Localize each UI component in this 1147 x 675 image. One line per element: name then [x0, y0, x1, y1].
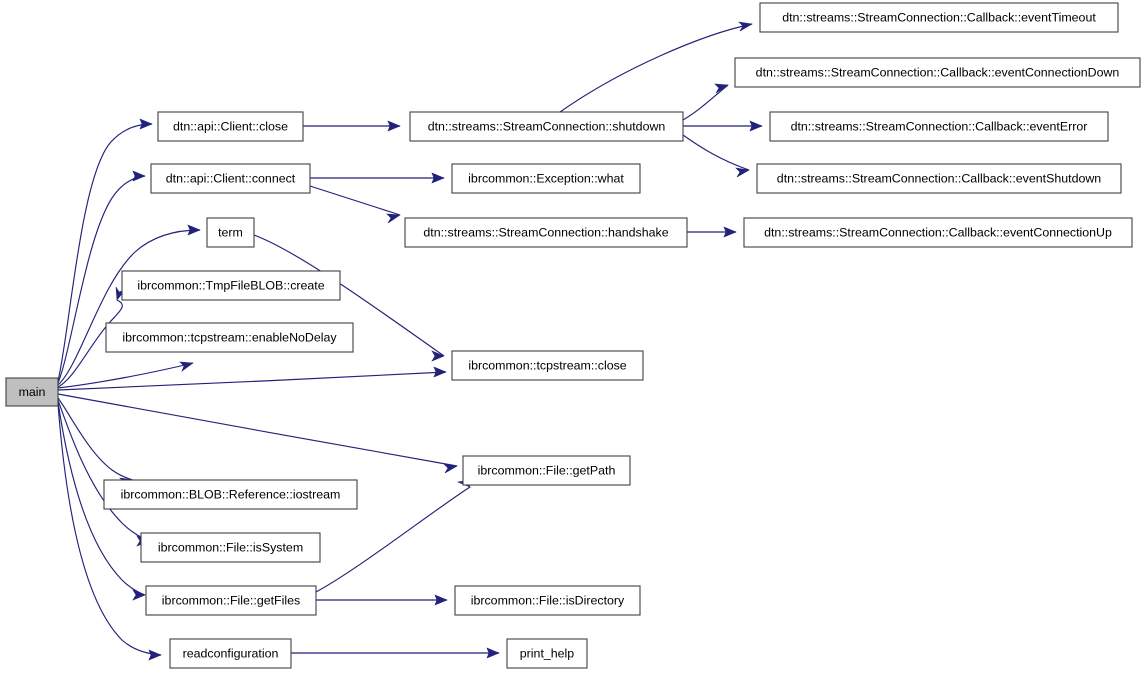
- edge-main-to-issystem: [57, 399, 150, 542]
- edge-main-to-close: [57, 123, 153, 382]
- graph-node-getpath[interactable]: ibrcommon::File::getPath: [462, 455, 631, 486]
- node-box-close[interactable]: [157, 111, 304, 142]
- edge-shutdown-to-evtimeout: [559, 23, 753, 113]
- edge-main-to-connect: [57, 175, 146, 384]
- node-box-everror[interactable]: [769, 111, 1109, 142]
- node-box-connect[interactable]: [150, 163, 311, 194]
- arrowhead-icon: [387, 120, 401, 132]
- arrowhead-icon: [132, 589, 146, 601]
- node-box-shutdown[interactable]: [409, 111, 684, 142]
- edge-main-to-getpath: [57, 393, 458, 467]
- node-box-readconfiguration[interactable]: [169, 638, 292, 669]
- node-box-what[interactable]: [451, 163, 641, 194]
- graph-node-issystem[interactable]: ibrcommon::File::isSystem: [140, 532, 321, 563]
- edge-shutdown-to-evconndown: [682, 84, 729, 121]
- graph-node-term[interactable]: term: [206, 217, 255, 248]
- graph-node-tcpclose[interactable]: ibrcommon::tcpstream::close: [451, 350, 644, 381]
- graph-node-isdirectory[interactable]: ibrcommon::File::isDirectory: [454, 585, 641, 616]
- node-box-evconnup[interactable]: [743, 217, 1133, 248]
- edge-main-to-readconfiguration: [57, 403, 162, 656]
- arrowhead-icon: [148, 649, 162, 661]
- arrowhead-icon: [139, 118, 153, 130]
- graph-node-nodelay[interactable]: ibrcommon::tcpstream::enableNoDelay: [105, 322, 354, 353]
- graph-node-evshutdown[interactable]: dtn::streams::StreamConnection::Callback…: [756, 163, 1122, 194]
- graph-node-main[interactable]: main: [5, 377, 59, 407]
- node-box-evtimeout[interactable]: [759, 2, 1119, 33]
- arrowhead-icon: [749, 120, 763, 132]
- node-box-iostream[interactable]: [103, 479, 358, 510]
- edge-main-to-iostream: [57, 397, 134, 481]
- arrowhead-icon: [434, 594, 448, 606]
- edge-term-to-tcpclose: [253, 234, 445, 357]
- edge-main-to-nodelay: [57, 362, 194, 389]
- arrowhead-icon: [386, 213, 401, 224]
- node-box-isdirectory[interactable]: [454, 585, 641, 616]
- graph-node-what[interactable]: ibrcommon::Exception::what: [451, 163, 641, 194]
- edge-main-to-tcpclose: [57, 371, 447, 391]
- arrowhead-icon: [132, 170, 146, 182]
- arrowhead-icon: [486, 647, 500, 659]
- edge-getfiles-to-getpath: [315, 486, 471, 593]
- graph-node-evconnup[interactable]: dtn::streams::StreamConnection::Callback…: [743, 217, 1133, 248]
- graph-node-iostream[interactable]: ibrcommon::BLOB::Reference::iostream: [103, 479, 358, 510]
- node-box-getfiles[interactable]: [145, 585, 317, 616]
- edge-connect-to-handshake: [309, 185, 401, 216]
- graph-node-evconndown[interactable]: dtn::streams::StreamConnection::Callback…: [734, 57, 1141, 88]
- arrowhead-icon: [433, 366, 447, 378]
- arrowhead-icon: [431, 172, 445, 184]
- edge-main-to-term: [57, 229, 201, 386]
- node-box-term[interactable]: [206, 217, 255, 248]
- graph-node-close[interactable]: dtn::api::Client::close: [157, 111, 304, 142]
- node-box-tcpclose[interactable]: [451, 350, 644, 381]
- edge-main-to-getfiles: [57, 401, 146, 596]
- node-box-evshutdown[interactable]: [756, 163, 1122, 194]
- graph-node-printhelp[interactable]: print_help: [506, 638, 588, 669]
- node-box-getpath[interactable]: [462, 455, 631, 486]
- arrowhead-icon: [431, 350, 445, 362]
- node-box-issystem[interactable]: [140, 532, 321, 563]
- arrowhead-icon: [735, 167, 750, 178]
- graph-node-evtimeout[interactable]: dtn::streams::StreamConnection::Callback…: [759, 2, 1119, 33]
- graph-node-readconfiguration[interactable]: readconfiguration: [169, 638, 292, 669]
- arrowhead-icon: [443, 463, 458, 474]
- node-box-tmpblob[interactable]: [121, 270, 341, 301]
- node-box-printhelp[interactable]: [506, 638, 588, 669]
- graph-node-everror[interactable]: dtn::streams::StreamConnection::Callback…: [769, 111, 1109, 142]
- edge-main-to-tmpblob: [57, 299, 123, 388]
- node-box-main[interactable]: [5, 377, 59, 407]
- arrowhead-icon: [714, 83, 729, 94]
- graph-node-shutdown[interactable]: dtn::streams::StreamConnection::shutdown: [409, 111, 684, 142]
- node-box-handshake[interactable]: [404, 217, 688, 248]
- graph-node-tmpblob[interactable]: ibrcommon::TmpFileBLOB::create: [121, 270, 341, 301]
- arrowhead-icon: [723, 226, 737, 238]
- graph-node-connect[interactable]: dtn::api::Client::connect: [150, 163, 311, 194]
- node-box-evconndown[interactable]: [734, 57, 1141, 88]
- graph-node-handshake[interactable]: dtn::streams::StreamConnection::handshak…: [404, 217, 688, 248]
- arrowhead-icon: [179, 361, 194, 372]
- arrowhead-icon: [738, 21, 753, 32]
- arrowhead-icon: [187, 224, 201, 236]
- graph-node-getfiles[interactable]: ibrcommon::File::getFiles: [145, 585, 317, 616]
- node-box-nodelay[interactable]: [105, 322, 354, 353]
- edge-shutdown-to-evshutdown: [682, 134, 750, 171]
